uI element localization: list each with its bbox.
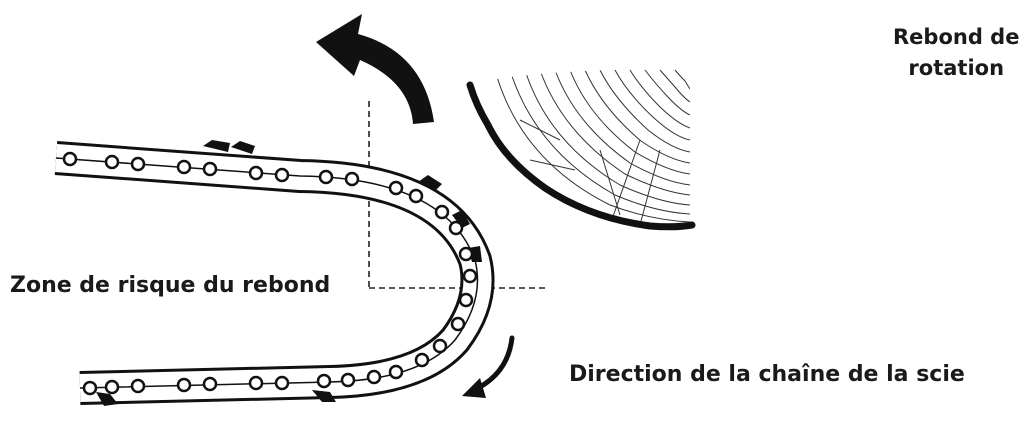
kickback-rotation-label: Rebond de rotation xyxy=(893,22,1019,84)
chain-rivets xyxy=(62,151,478,396)
chain-direction-arrow-icon xyxy=(462,335,515,398)
log-bark xyxy=(466,81,696,231)
wood-log xyxy=(466,69,696,231)
saw-chain xyxy=(54,140,495,406)
kickback-rotation-label-line1: Rebond de xyxy=(893,25,1020,49)
rotation-arrow-icon xyxy=(316,14,434,124)
chain-direction-label: Direction de la chaîne de la scie xyxy=(569,362,965,387)
kickback-rotation-label-line2: rotation xyxy=(908,56,1005,80)
kickback-zone-label: Zone de risque du rebond xyxy=(10,273,331,298)
